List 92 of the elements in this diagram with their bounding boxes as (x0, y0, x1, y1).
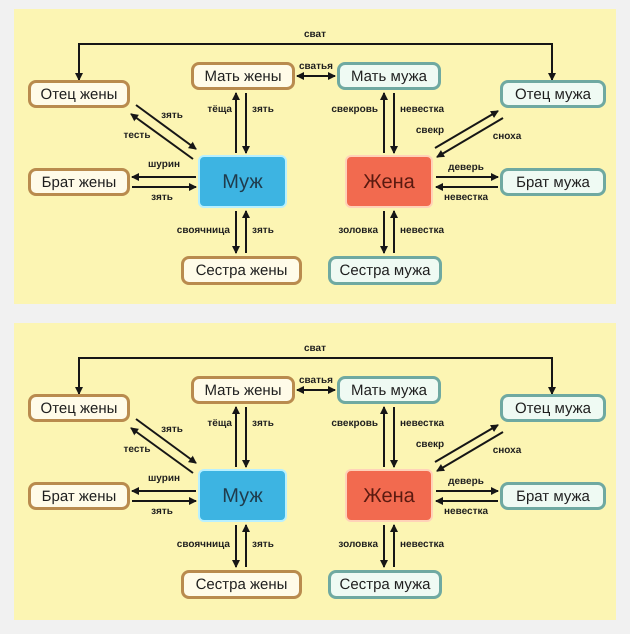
relative-box: Мать жены (191, 376, 295, 404)
edge-label: невестка (400, 226, 444, 236)
arrow (131, 487, 196, 495)
edge-label: сват (304, 30, 326, 40)
arrow (436, 173, 499, 181)
arrow (242, 93, 250, 154)
arrow (131, 173, 196, 181)
relative-box: Отец мужа (500, 80, 606, 108)
edge-label: сват (304, 344, 326, 354)
arrow (436, 117, 504, 158)
arrow (242, 210, 250, 253)
arrow (242, 407, 250, 468)
edge-label: деверь (448, 163, 484, 173)
arrow (390, 524, 398, 567)
arrow (75, 43, 556, 81)
edge-label: свекр (416, 126, 444, 136)
relative-box: Брат мужа (500, 168, 606, 196)
relative-box: Отец жены (28, 80, 130, 108)
arrow (435, 183, 498, 191)
edge-label: зять (161, 425, 183, 435)
arrow (232, 525, 240, 568)
arrow (132, 497, 197, 505)
edge-label: невестка (400, 105, 444, 115)
edge-label: сватья (298, 376, 334, 386)
arrow (130, 113, 194, 160)
arrow (296, 72, 336, 80)
arrow (380, 406, 388, 467)
edge-label: шурин (148, 160, 180, 170)
arrow (436, 487, 499, 495)
edge-label: тесть (124, 445, 150, 455)
edge-label: сноха (492, 132, 522, 142)
relative-box: Брат мужа (500, 482, 606, 510)
relative-box: Брат жены (28, 482, 130, 510)
arrow (135, 418, 197, 464)
edge-label: тёща (207, 105, 232, 115)
arrow (130, 427, 194, 474)
arrow (75, 357, 556, 395)
relative-box: Сестра жены (181, 256, 302, 285)
edge-label: свекровь (331, 419, 378, 429)
arrow (296, 386, 336, 394)
arrow (242, 524, 250, 567)
edge-label: сноха (492, 446, 522, 456)
edge-label: деверь (448, 477, 484, 487)
edge-label: зять (252, 105, 274, 115)
relative-box: Сестра жены (181, 570, 302, 599)
relative-box: Отец жены (28, 394, 130, 422)
arrow (434, 424, 499, 463)
edge-label: тесть (124, 131, 150, 141)
arrow (380, 92, 388, 153)
edge-label: своячница (176, 226, 230, 236)
edge-label: шурин (148, 474, 180, 484)
edge-label: свекр (416, 440, 444, 450)
relative-box: Сестра мужа (328, 570, 442, 599)
edge-label: зять (252, 226, 274, 236)
edge-label: зять (252, 540, 274, 550)
arrow (132, 183, 197, 191)
arrow (380, 525, 388, 568)
edge-label: невестка (444, 193, 488, 203)
arrow (135, 104, 197, 150)
arrow (232, 406, 240, 467)
arrow (390, 93, 398, 154)
edge-label: золовка (338, 540, 378, 550)
edge-label: своячница (176, 540, 230, 550)
edge-label: невестка (400, 540, 444, 550)
edge-label: невестка (444, 507, 488, 517)
edge-label: зять (151, 193, 173, 203)
relative-box: Муж (198, 155, 287, 208)
edge-label: свекровь (331, 105, 378, 115)
edge-label: золовка (338, 226, 378, 236)
arrow (436, 431, 504, 472)
arrow (390, 407, 398, 468)
relative-box: Мать жены (191, 62, 295, 90)
arrow (434, 110, 499, 149)
arrow (380, 211, 388, 254)
relative-box: Мать мужа (337, 62, 441, 90)
arrow (232, 92, 240, 153)
relative-box: Отец мужа (500, 394, 606, 422)
arrow (390, 210, 398, 253)
edge-label: сватья (298, 62, 334, 72)
edge-label: зять (151, 507, 173, 517)
relative-box: Мать мужа (337, 376, 441, 404)
arrow (435, 497, 498, 505)
relative-box: Муж (198, 469, 287, 522)
edge-label: тёща (207, 419, 232, 429)
edge-label: зять (252, 419, 274, 429)
edge-label: зять (161, 111, 183, 121)
relative-box: Сестра мужа (328, 256, 442, 285)
relative-box: Брат жены (28, 168, 130, 196)
arrow (232, 211, 240, 254)
relative-box: Жена (345, 469, 433, 522)
relative-box: Жена (345, 155, 433, 208)
edge-label: невестка (400, 419, 444, 429)
